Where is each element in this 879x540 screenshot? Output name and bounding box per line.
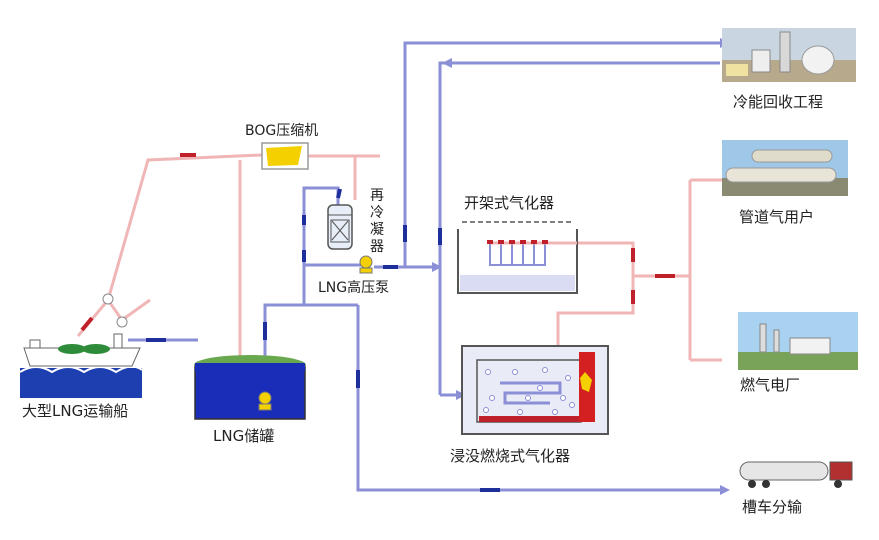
bog-compressor-label: BOG压缩机 [245, 123, 318, 139]
hp-pump-label: LNG高压泵 [318, 279, 389, 296]
gas-power-plant: 燃气电厂 [738, 312, 858, 394]
recondenser-label-3: 凝 [370, 222, 384, 238]
recondenser-label-1: 再 [370, 188, 384, 204]
gas-lines [76, 153, 722, 362]
lng-carrier-ship: 大型LNG运输船 [19, 293, 143, 420]
cold-energy-label: 冷能回收工程 [733, 93, 823, 111]
recondenser: 再 冷 凝 器 [327, 188, 384, 255]
lng-line-markers [146, 188, 500, 492]
pipeline-gas-user: 管道气用户 [722, 140, 848, 226]
submerged-combustion-vaporizer: 浸没燃烧式气化器 [450, 345, 609, 465]
hp-pump: LNG高压泵 [318, 255, 389, 296]
lng-tanker-truck: 槽车分输 [736, 458, 856, 516]
scv-label: 浸没燃烧式气化器 [450, 447, 570, 465]
recondenser-label-2: 冷 [370, 205, 384, 221]
open-rack-vaporizer: 开架式气化器 [457, 194, 578, 294]
orv-label: 开架式气化器 [464, 194, 554, 212]
ship-label: 大型LNG运输船 [22, 402, 128, 420]
power-plant-label: 燃气电厂 [740, 376, 800, 394]
bog-compressor: BOG压缩机 [245, 123, 318, 170]
truck-label: 槽车分输 [742, 498, 802, 516]
lng-lines [128, 41, 720, 492]
cold-energy-recovery: 冷能回收工程 [722, 28, 856, 111]
pipeline-user-label: 管道气用户 [739, 208, 814, 226]
tank-label: LNG储罐 [213, 427, 274, 445]
lng-storage-tank: LNG储罐 [194, 355, 306, 445]
recondenser-label-4: 器 [370, 239, 384, 255]
gas-line-markers [80, 153, 675, 332]
